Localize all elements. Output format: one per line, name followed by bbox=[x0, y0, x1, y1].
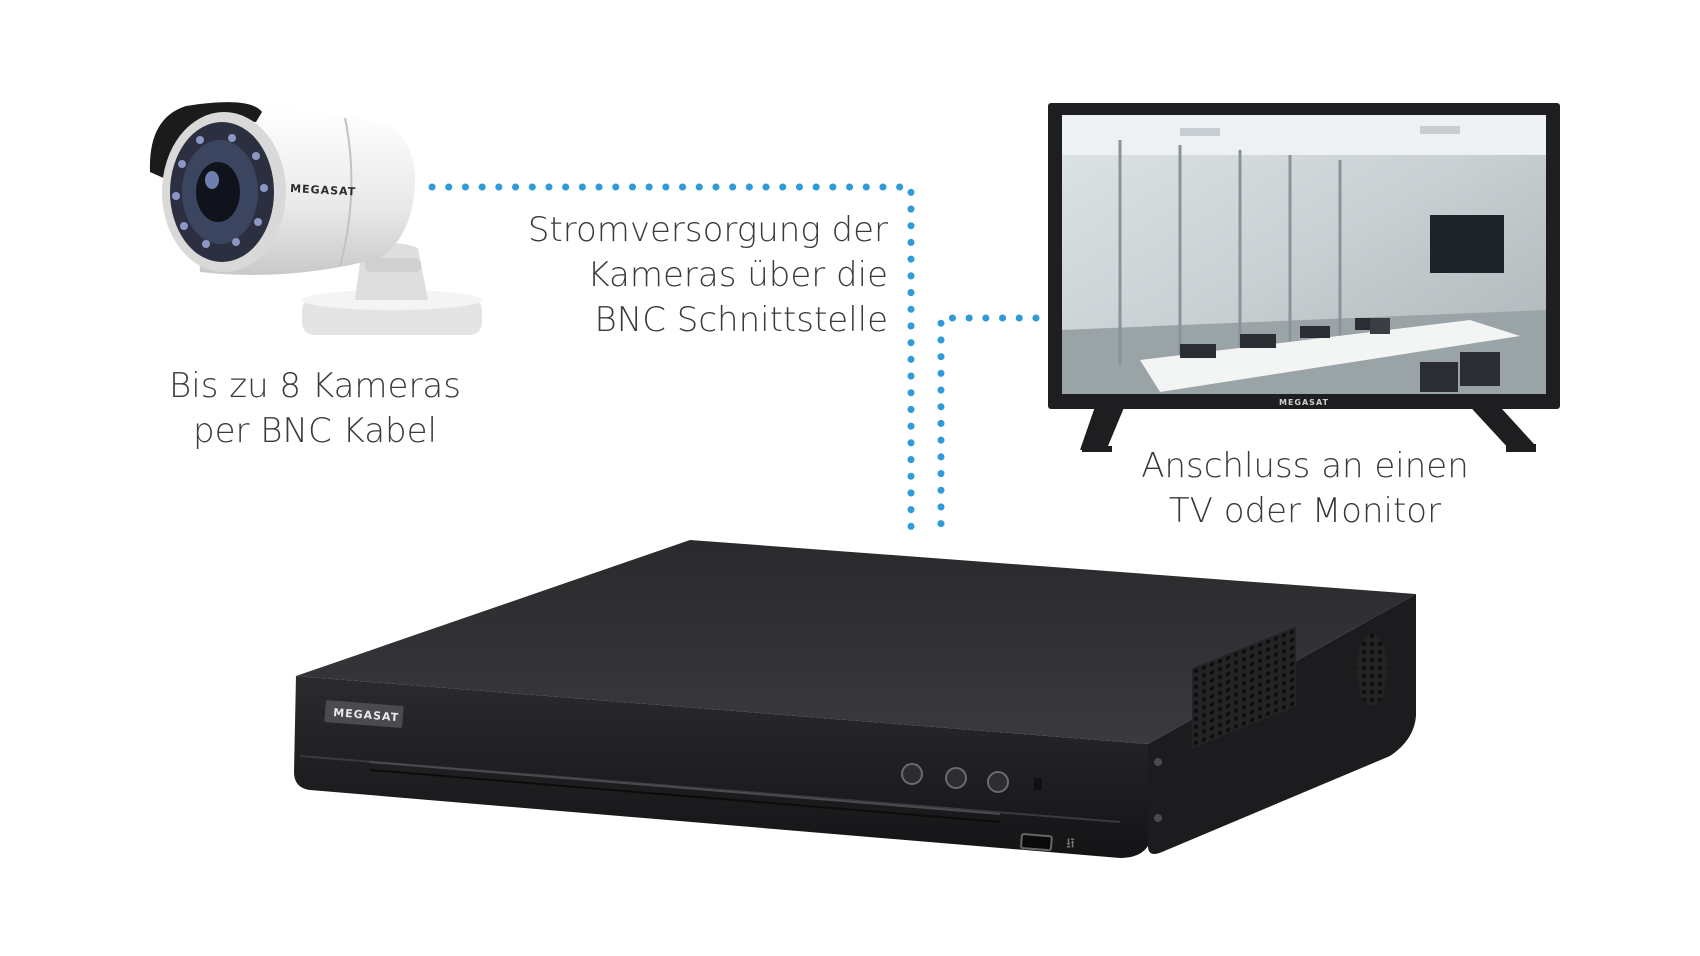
power-note-line-1: Stromversorgung der bbox=[527, 210, 888, 250]
camera-brand-logo: MEGASAT bbox=[290, 182, 357, 198]
camera-caption-line-1: Bis zu 8 Kameras bbox=[169, 366, 461, 406]
camera-caption-line-2: per BNC Kabel bbox=[192, 411, 437, 451]
usb-symbol-icon: ⭿ bbox=[1066, 836, 1075, 852]
ir-receiver-icon bbox=[1034, 778, 1042, 790]
network-button-icon bbox=[987, 771, 1009, 793]
power-note-line-2: Kameras über die bbox=[587, 255, 888, 295]
connector-lines bbox=[428, 183, 1040, 536]
camera-caption: Bis zu 8 Kameras per BNC Kabel bbox=[150, 364, 480, 454]
recorder-device: MEGASAT ⭿ bbox=[294, 540, 1416, 858]
monitor-device: MEGASAT bbox=[1048, 103, 1560, 452]
recorder-fan-grille bbox=[1357, 634, 1387, 706]
power-note-line-3: BNC Schnittstelle bbox=[594, 300, 889, 340]
recorder-brand-logo: MEGASAT bbox=[333, 706, 400, 724]
recorder-brand-plate bbox=[324, 700, 404, 728]
screen-room-scene bbox=[1062, 115, 1546, 394]
monitor-brand-logo: MEGASAT bbox=[1279, 398, 1329, 407]
recorder-front-buttons bbox=[901, 763, 1009, 793]
monitor-caption-line-1: Anschluss an einen bbox=[1141, 446, 1469, 486]
record-button-icon bbox=[945, 767, 967, 789]
power-note: Stromversorgung der Kameras über die BNC… bbox=[500, 208, 888, 343]
monitor-connector-line bbox=[937, 314, 1040, 536]
power-button-icon bbox=[901, 763, 923, 785]
monitor-caption: Anschluss an einen TV oder Monitor bbox=[1100, 444, 1510, 534]
usb-port-icon bbox=[1020, 833, 1053, 852]
recorder-side-vent bbox=[1192, 626, 1296, 749]
monitor-caption-line-2: TV oder Monitor bbox=[1168, 491, 1442, 531]
camera-device: MEGASAT bbox=[149, 102, 482, 335]
